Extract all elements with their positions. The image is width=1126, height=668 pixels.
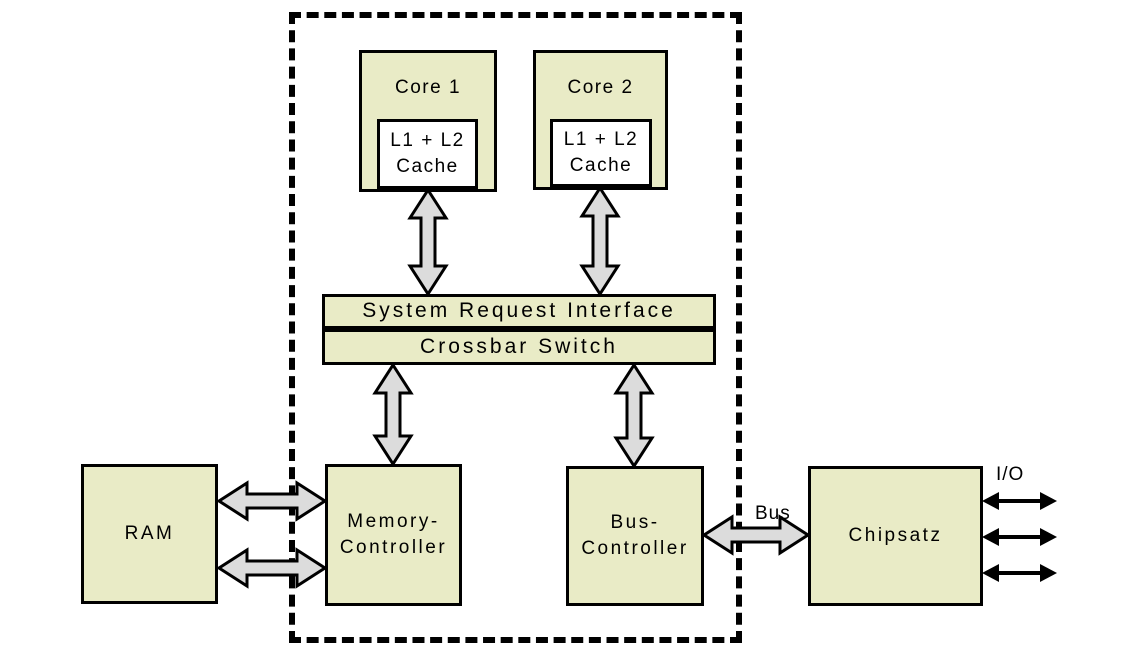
io-arrow-2-head-right — [1040, 528, 1057, 546]
core-1-label: Core 1 — [394, 77, 462, 98]
core-2-cache-label: L1 + L2 Cache — [563, 129, 639, 176]
io-connection-label: I/O — [996, 464, 1025, 485]
bus-controller-label: Bus- Controller — [581, 512, 689, 559]
bus-connection-label: Bus — [755, 503, 791, 524]
system-request-interface-label: System Request Interface — [362, 299, 676, 323]
cpu-die-boundary — [289, 12, 742, 643]
ram-label: RAM — [124, 523, 175, 545]
io-arrow-2-head-left — [982, 528, 999, 546]
crossbar-switch-label: Crossbar Switch — [420, 334, 618, 358]
core-2-label: Core 2 — [567, 77, 634, 98]
memory-controller-block[interactable]: Memory- Controller — [325, 464, 462, 606]
io-arrow-1-head-left — [982, 492, 999, 510]
memory-controller-label: Memory- Controller — [339, 511, 448, 558]
core-1-cache-block[interactable]: L1 + L2 Cache — [377, 119, 478, 189]
core-1-cache-label: L1 + L2 Cache — [390, 130, 465, 177]
chipset-label: Chipsatz — [848, 525, 943, 547]
crossbar-switch-block[interactable]: Crossbar Switch — [322, 329, 716, 365]
bus-controller-block[interactable]: Bus- Controller — [566, 466, 704, 606]
system-request-interface-block[interactable]: System Request Interface — [322, 294, 716, 329]
io-arrow-1-head-right — [1040, 492, 1057, 510]
ram-block[interactable]: RAM — [81, 464, 218, 604]
io-arrow-3-head-right — [1040, 564, 1057, 582]
chipset-block[interactable]: Chipsatz — [808, 466, 983, 606]
core-2-cache-block[interactable]: L1 + L2 Cache — [550, 119, 652, 187]
io-arrow-3-head-left — [982, 564, 999, 582]
